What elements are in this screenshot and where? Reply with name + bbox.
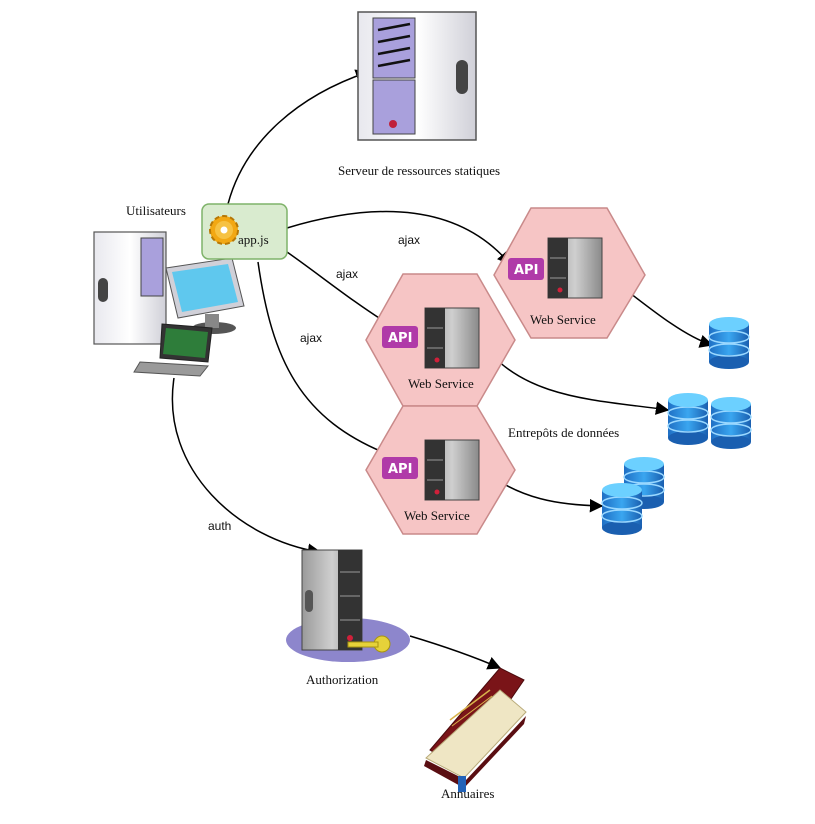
edge-label-ajax-2: ajax [336, 267, 358, 281]
edge-appjs-ws3 [257, 261, 392, 457]
edge-appjs-ws2 [286, 251, 392, 326]
web-service-3: API Web Service [365, 405, 516, 535]
data-stores-label: Entrepôts de données [508, 425, 619, 440]
api-badge [382, 326, 418, 348]
server-tower-icon [357, 11, 477, 141]
web-service-1-label: Web Service [530, 312, 596, 327]
database-icon [710, 397, 752, 449]
edge-label-auth: auth [208, 519, 231, 533]
directories-node: Annuaires [424, 667, 527, 801]
server-icon [424, 307, 480, 369]
edge-label-ajax-3: ajax [300, 331, 322, 345]
api-badge [508, 258, 544, 280]
edge-appjs-static [227, 69, 370, 205]
directories-label: Annuaires [441, 786, 494, 801]
gear-icon [209, 215, 239, 245]
workstation-icon [93, 231, 245, 377]
web-service-2-label: Web Service [408, 376, 474, 391]
api-badge [382, 457, 418, 479]
web-service-3-label: Web Service [404, 508, 470, 523]
authorization-label: Authorization [306, 672, 379, 687]
server-icon [547, 237, 603, 299]
edge-appjs-ws1 [286, 210, 511, 266]
static-server-label: Serveur de ressources statiques [338, 163, 500, 178]
web-service-2: API Web Service [365, 273, 516, 407]
authorization-node: Authorization [286, 549, 410, 687]
edge-label-ajax-1: ajax [398, 233, 420, 247]
api-badge-label: API [388, 331, 412, 346]
api-badge-label: API [514, 263, 538, 278]
book-icon [424, 667, 527, 792]
edge-auth-directories [409, 635, 502, 670]
appjs-node: app.js [201, 203, 288, 260]
server-icon [424, 439, 480, 501]
static-server-node: Serveur de ressources statiques [338, 11, 500, 178]
users-label: Utilisateurs [126, 203, 186, 218]
database-icon [667, 393, 709, 445]
api-badge-label: API [388, 462, 412, 477]
database-icon [708, 317, 750, 369]
edge-users-auth [171, 377, 322, 557]
database-icon [601, 483, 643, 535]
web-service-1: API Web Service [493, 207, 646, 339]
auth-server-key-icon [286, 549, 410, 662]
users-node: Utilisateurs [93, 203, 245, 377]
appjs-label: app.js [238, 232, 269, 247]
